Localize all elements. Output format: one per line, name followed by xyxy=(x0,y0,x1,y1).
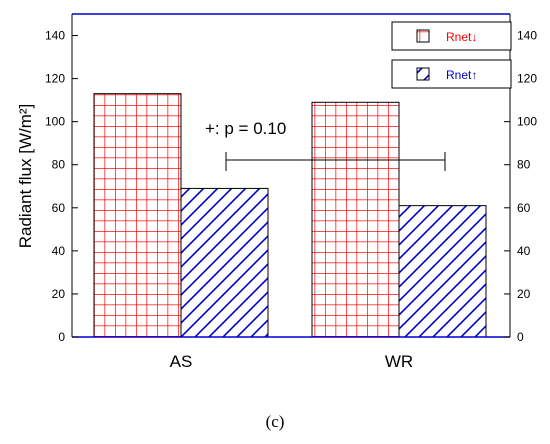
y-tick-label-right: 60 xyxy=(517,201,531,215)
y-tick-label-left: 40 xyxy=(52,244,66,258)
legend-swatch-rnet-up xyxy=(416,67,430,81)
x-category-label: AS xyxy=(170,352,193,371)
figure-caption: (c) xyxy=(265,412,285,431)
y-tick-label-right: 120 xyxy=(517,72,537,86)
bar-wr-rnet-up xyxy=(398,205,487,338)
legend-label-rnet-up: Rnet↑ xyxy=(446,68,477,82)
y-tick-label-right: 140 xyxy=(517,29,537,43)
y-tick-label-left: 0 xyxy=(58,330,65,344)
y-tick-label-right: 80 xyxy=(517,158,531,172)
bar-as-rnet-down xyxy=(93,93,182,338)
y-tick-label-left: 20 xyxy=(52,287,66,301)
legend-label-rnet-down: Rnet↓ xyxy=(446,30,477,44)
y-tick-label-left: 140 xyxy=(45,29,65,43)
y-tick-label-right: 0 xyxy=(517,330,524,344)
legend: Rnet↓ Rnet↑ xyxy=(391,21,512,89)
significance-bracket xyxy=(225,152,446,171)
legend-item-rnet-down: Rnet↓ xyxy=(391,21,512,51)
y-tick-label-right: 40 xyxy=(517,244,531,258)
y-tick-label-left: 60 xyxy=(52,201,66,215)
y-tick-label-left: 100 xyxy=(45,115,65,129)
legend-swatch-rnet-down xyxy=(416,29,430,43)
y-tick-label-left: 120 xyxy=(45,72,65,86)
legend-item-rnet-up: Rnet↑ xyxy=(391,59,512,89)
y-tick-label-right: 100 xyxy=(517,115,537,129)
bar-as-rnet-up xyxy=(180,187,269,338)
x-category-label: WR xyxy=(385,352,413,371)
y-axis-label: Radiant flux [W/m²] xyxy=(16,104,35,249)
significance-annotation: +: p = 0.10 xyxy=(205,119,286,138)
bar-wr-rnet-down xyxy=(311,101,400,338)
y-tick-label-right: 20 xyxy=(517,287,531,301)
y-tick-label-left: 80 xyxy=(52,158,66,172)
